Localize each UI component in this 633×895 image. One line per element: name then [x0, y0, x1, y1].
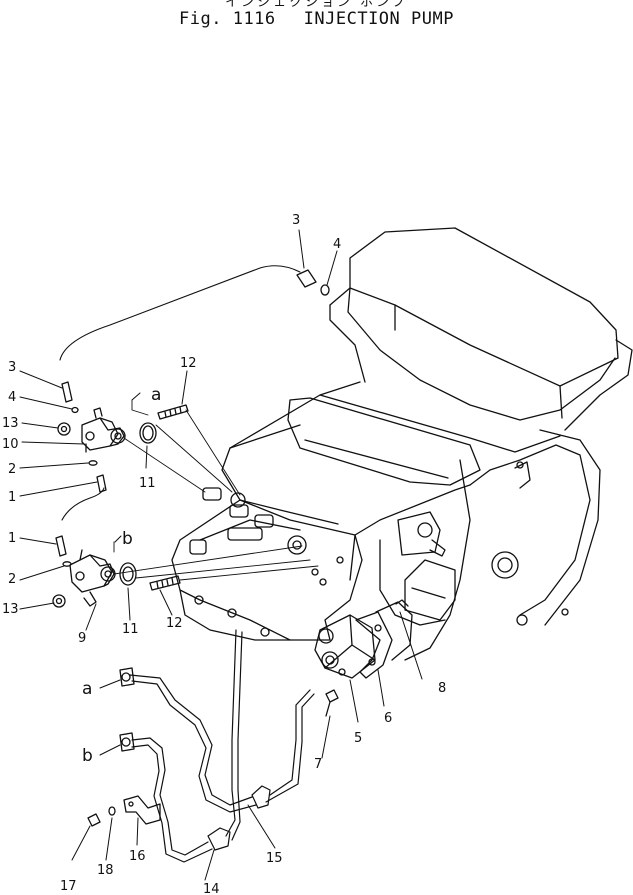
- leader-lines: [19, 229, 423, 881]
- callout-14: 14: [203, 882, 220, 895]
- pipe-end-b: [119, 732, 135, 752]
- clip-part-4-top: [320, 284, 330, 296]
- callout-18: 18: [97, 863, 114, 878]
- callout-16: 16: [129, 849, 146, 864]
- callout-4-top: 4: [333, 237, 341, 252]
- callout-1-low: 1: [8, 531, 16, 546]
- clip-part-2-top: [88, 460, 98, 466]
- pipe-end-a: [119, 667, 135, 687]
- stud-part-12-top: [157, 404, 189, 420]
- callout-17: 17: [60, 879, 77, 894]
- fuel-hose-mid: [61, 487, 105, 521]
- figure-number: Fig. 1116: [179, 9, 276, 29]
- diagram-subtitle-jp: インジェクション ポンプ: [225, 0, 408, 10]
- sleeve-part-3-left: [61, 381, 73, 403]
- hose-part-1-top: [96, 474, 107, 493]
- nut-part-13-top: [57, 422, 71, 436]
- diagram-title: Fig. 1116 INJECTION PUMP: [0, 9, 633, 29]
- bolt-part-7: [325, 689, 339, 717]
- callout-12-low: 12: [166, 616, 183, 631]
- gasket-part-6: [355, 611, 393, 679]
- callout-15: 15: [266, 851, 283, 866]
- pump-outlets: [189, 487, 307, 555]
- injection-pipe-part-14: [131, 629, 243, 863]
- callout-a-top: a: [151, 385, 161, 405]
- callout-4-left: 4: [8, 390, 16, 405]
- clamp-part-16: [123, 795, 161, 825]
- bolt-part-17: [87, 813, 101, 827]
- callout-13-top: 13: [2, 416, 19, 431]
- callout-b-top: b: [122, 529, 133, 549]
- callout-9: 9: [78, 631, 86, 646]
- injection-pipe-part-15: [129, 674, 315, 813]
- bolt-part-8: [395, 599, 409, 607]
- callout-11-low: 11: [122, 622, 139, 637]
- callout-7: 7: [314, 757, 322, 772]
- pump-housing-flange: [375, 601, 413, 661]
- callout-2-top: 2: [8, 462, 16, 477]
- callout-2-low: 2: [8, 572, 16, 587]
- callout-3-left: 3: [8, 360, 16, 375]
- valve-bracket-part-9: [69, 549, 116, 607]
- feed-pump-part-5: [314, 614, 376, 679]
- clip-part-4-left: [71, 406, 79, 414]
- callout-5: 5: [354, 731, 362, 746]
- washer-part-18: [108, 806, 116, 816]
- hose-part-1-low: [55, 535, 67, 557]
- callout-a-low: a: [82, 679, 92, 699]
- callout-b-low: b: [82, 746, 93, 766]
- clip-part-2-low: [62, 561, 72, 567]
- stud-part-12-low: [149, 575, 181, 591]
- callout-3-top: 3: [292, 213, 300, 228]
- callout-10: 10: [2, 437, 19, 452]
- assembly-lines: [113, 399, 319, 581]
- callout-12-top: 12: [180, 356, 197, 371]
- fuel-hose-top: [59, 265, 301, 361]
- callout-1-top: 1: [8, 490, 16, 505]
- nut-part-13-low: [52, 594, 66, 608]
- o-ring-part-11-top: [139, 422, 157, 444]
- o-ring-part-11-low: [119, 562, 137, 586]
- callout-11-top: 11: [139, 476, 156, 491]
- part-callouts: 3 4 3 4 13 10 2 1 1 2 13 9 11 12 12 a 11…: [2, 213, 446, 895]
- callout-13-low: 13: [2, 602, 19, 617]
- figure-title: INJECTION PUMP: [303, 9, 454, 29]
- valve-bracket-part-10: [81, 407, 126, 453]
- sleeve-part-3-top: [296, 269, 317, 288]
- callout-8: 8: [438, 681, 446, 696]
- callout-6: 6: [384, 711, 392, 726]
- engine-block: [171, 227, 633, 661]
